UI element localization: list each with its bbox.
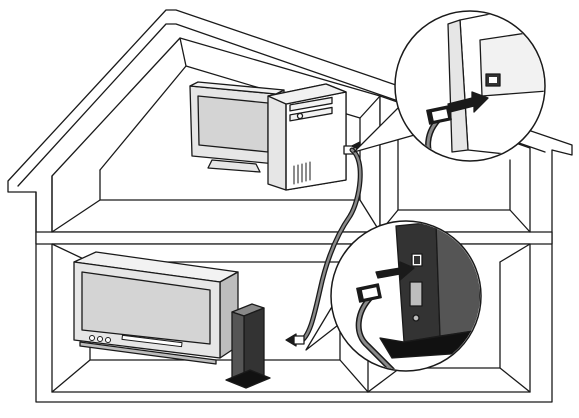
power-button <box>298 114 303 119</box>
computer-monitor-screen <box>198 96 268 152</box>
power-jack <box>413 315 419 321</box>
floor-slab <box>36 232 552 244</box>
cable-plug-bottom <box>294 336 304 344</box>
hdmi-port <box>410 282 422 306</box>
media-player-box <box>226 304 270 388</box>
computer-tower <box>268 84 354 190</box>
television <box>74 252 238 364</box>
